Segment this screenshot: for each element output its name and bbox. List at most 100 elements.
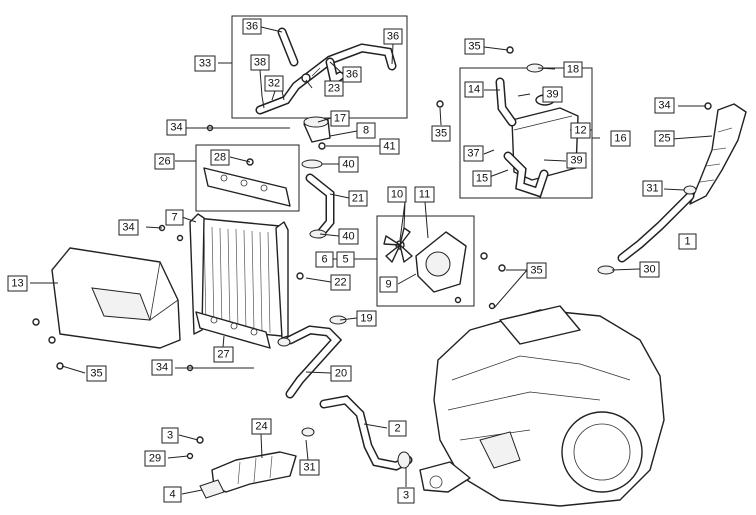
radiator-hose-lower (277, 315, 347, 399)
svg-text:34: 34 (170, 122, 182, 134)
svg-text:36: 36 (246, 21, 258, 33)
callout-35-a: 35 (464, 38, 485, 55)
callout-10: 10 (387, 186, 407, 203)
svg-text:17: 17 (334, 113, 346, 125)
svg-text:30: 30 (643, 264, 655, 276)
thermostat-housing (301, 116, 335, 239)
callout-15: 15 (472, 170, 492, 187)
callout-3-b: 3 (397, 487, 415, 504)
svg-text:34: 34 (122, 222, 134, 234)
svg-text:27: 27 (217, 349, 229, 361)
svg-text:18: 18 (567, 64, 579, 76)
callout-23: 23 (324, 80, 344, 97)
callout-13: 13 (7, 275, 28, 292)
svg-text:28: 28 (214, 152, 226, 164)
radiator-bracket-lower (195, 311, 271, 349)
svg-text:33: 33 (199, 58, 211, 70)
callout-25: 25 (654, 130, 675, 147)
svg-text:39: 39 (546, 89, 558, 101)
svg-text:23: 23 (328, 83, 340, 95)
callout-14: 14 (464, 81, 484, 98)
callout-28: 28 (210, 149, 230, 166)
svg-text:35: 35 (435, 128, 447, 140)
engine-block (419, 305, 665, 507)
svg-text:13: 13 (11, 278, 23, 290)
svg-text:36: 36 (387, 31, 399, 43)
callout-2: 2 (388, 420, 407, 437)
svg-text:34: 34 (658, 100, 670, 112)
callout-1: 1 (678, 233, 697, 250)
callout-35-c: 35 (526, 262, 547, 279)
svg-text:29: 29 (149, 453, 161, 465)
callout-34-b: 34 (166, 119, 187, 136)
fan-assembly (383, 227, 467, 293)
callout-31-a: 31 (642, 180, 663, 197)
callout-37: 37 (463, 145, 484, 162)
svg-text:34: 34 (156, 362, 168, 374)
callout-7: 7 (165, 209, 184, 226)
svg-text:41: 41 (383, 141, 395, 153)
callout-35-b: 35 (431, 125, 451, 142)
callout-41: 41 (379, 138, 400, 155)
fan-shroud (51, 247, 181, 349)
callout-9: 9 (379, 276, 398, 293)
svg-text:19: 19 (360, 313, 372, 325)
callout-30: 30 (639, 261, 660, 278)
callout-8: 8 (356, 122, 376, 139)
svg-text:8: 8 (363, 125, 369, 137)
callout-36-b: 36 (383, 28, 403, 45)
callout-17: 17 (330, 110, 350, 127)
svg-text:12: 12 (574, 125, 586, 137)
callout-32: 32 (264, 75, 284, 92)
group-frame-bracket (195, 144, 300, 212)
svg-text:38: 38 (254, 57, 266, 69)
svg-text:14: 14 (468, 84, 480, 96)
svg-text:39: 39 (570, 155, 582, 167)
callout-36-c: 36 (342, 66, 362, 83)
water-pump-fitting (186, 436, 297, 499)
svg-text:10: 10 (391, 189, 403, 201)
svg-text:25: 25 (658, 133, 670, 145)
svg-text:15: 15 (476, 173, 488, 185)
svg-text:21: 21 (352, 193, 364, 205)
callout-20: 20 (330, 365, 352, 382)
svg-text:26: 26 (158, 156, 170, 168)
callout-11: 11 (414, 186, 435, 203)
callout-3-a: 3 (161, 427, 179, 444)
svg-text:5: 5 (342, 254, 348, 266)
svg-text:36: 36 (346, 69, 358, 81)
callout-5: 5 (336, 251, 355, 268)
group-frame-fan-assembly (376, 215, 475, 307)
svg-text:35: 35 (530, 265, 542, 277)
radiator-hose-upper-long (597, 102, 747, 275)
callout-38: 38 (250, 54, 270, 71)
callout-39-a: 39 (542, 86, 563, 103)
callout-40-b: 40 (338, 228, 359, 245)
callout-31-b: 31 (299, 459, 320, 476)
svg-text:3: 3 (403, 490, 409, 502)
callout-36-a: 36 (242, 18, 262, 35)
callout-35-d: 35 (86, 365, 107, 382)
callout-34-d: 34 (151, 359, 173, 376)
group-frame-expansion-tank (459, 67, 593, 199)
svg-text:2: 2 (394, 423, 400, 435)
expansion-tank (436, 46, 579, 198)
callout-16: 16 (610, 130, 631, 147)
svg-text:40: 40 (342, 159, 354, 171)
callout-29: 29 (144, 450, 166, 467)
svg-text:6: 6 (321, 254, 327, 266)
svg-text:20: 20 (335, 368, 347, 380)
svg-text:31: 31 (303, 462, 315, 474)
svg-text:7: 7 (171, 212, 177, 224)
fastener-details (32, 124, 506, 372)
svg-text:16: 16 (614, 133, 626, 145)
callout-26: 26 (154, 153, 175, 170)
callout-22: 22 (330, 274, 351, 291)
engine-coolant-hose (301, 395, 413, 471)
svg-text:40: 40 (342, 231, 354, 243)
callout-21: 21 (348, 190, 368, 207)
svg-text:31: 31 (646, 183, 658, 195)
callout-24: 24 (251, 418, 272, 435)
svg-text:24: 24 (255, 421, 267, 433)
